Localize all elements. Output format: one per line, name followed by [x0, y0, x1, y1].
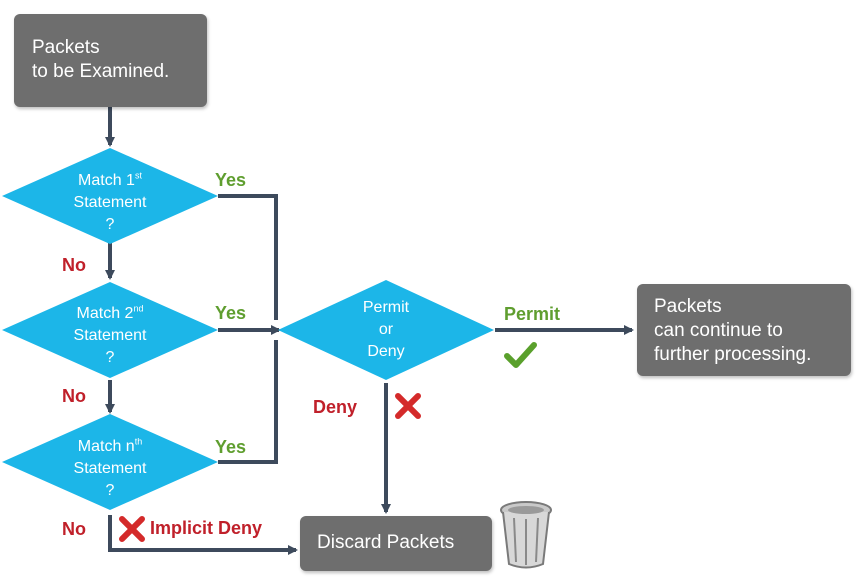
decision-match-1-diamond: [2, 148, 218, 244]
discard-box-label: Discard Packets: [317, 532, 455, 553]
decision-match-n-line-1: Match n: [77, 438, 135, 455]
continue-box-line-3: further processing.: [654, 344, 812, 365]
permit-deny-line-1: Permit: [362, 299, 410, 316]
decision-match-2-line-1: Match 2: [76, 305, 134, 322]
start-box-line-1: Packets: [32, 37, 100, 58]
decision-match-n-line-2: Statement: [73, 460, 147, 477]
discard-packets-box: Discard Packets: [300, 516, 492, 571]
line-match1-yes: [218, 194, 278, 320]
decision-permit-deny-diamond: [278, 280, 494, 380]
decision-match-2-sup: nd: [133, 303, 144, 314]
decision-match-n-text: Match nth Statement ?: [40, 436, 180, 502]
decision-match-n-line-3: ?: [105, 482, 115, 499]
decision-match-2-text: Match 2nd Statement ?: [40, 303, 180, 369]
yes-label-2: Yes: [215, 303, 247, 323]
decision-match-2-line-3: ?: [105, 349, 115, 366]
decision-permit-deny-text: Permit or Deny: [316, 297, 456, 363]
trash-can-icon: [500, 501, 552, 569]
decision-match-n-sup: th: [134, 436, 143, 447]
decision-match-1-line-3: ?: [105, 216, 115, 233]
x-icon: [395, 393, 421, 419]
decision-match-1-line-1: Match 1: [78, 172, 135, 189]
no-label-2: No: [62, 386, 86, 406]
implicit-deny-label: Implicit Deny: [150, 518, 263, 538]
permit-deny-line-2: or: [378, 321, 394, 338]
arrow-implicit-deny-to-discard: [108, 515, 298, 555]
yes-label-n: Yes: [215, 437, 247, 457]
start-box-line-2: to be Examined.: [32, 61, 170, 82]
decision-match-2-diamond: [2, 282, 218, 378]
yes-label-1: Yes: [215, 170, 247, 190]
continue-box-line-1: Packets: [654, 296, 722, 317]
continue-box-line-2: can continue to: [654, 320, 783, 341]
permit-deny-line-3: Deny: [367, 343, 405, 360]
decision-match-n-diamond: [2, 414, 218, 510]
x-icon: [119, 516, 145, 542]
decision-match-1-sup: st: [134, 170, 142, 181]
continue-processing-box: Packets can continue to further processi…: [637, 284, 851, 376]
deny-label: Deny: [313, 397, 358, 417]
no-label-n: No: [62, 519, 86, 539]
permit-label: Permit: [504, 304, 561, 324]
start-box: Packets to be Examined.: [14, 14, 207, 107]
connectors: [105, 107, 634, 555]
decision-match-2-line-2: Statement: [73, 327, 147, 344]
decision-match-1-line-2: Statement: [73, 194, 147, 211]
line-matchn-yes: [218, 340, 278, 464]
check-icon: [504, 342, 537, 368]
no-label-1: No: [62, 255, 86, 275]
decision-match-1-text: Match 1st Statement ?: [40, 170, 180, 236]
